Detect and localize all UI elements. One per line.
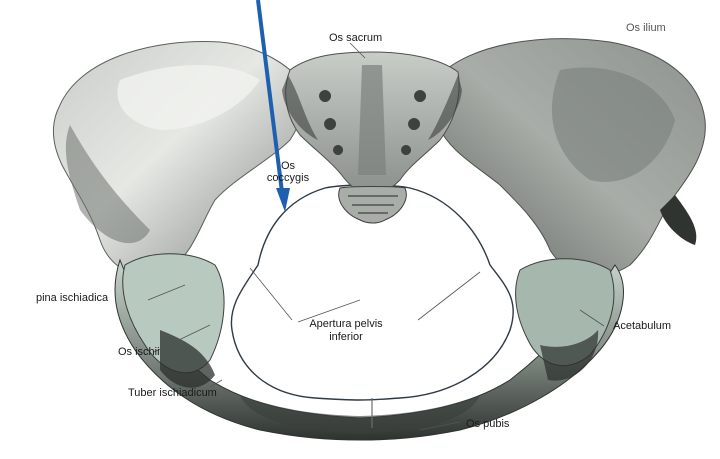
label-os-ischii: Os ischii bbox=[118, 346, 160, 358]
label-os-coccygis-2: coccygis bbox=[256, 172, 320, 184]
label-os-pubis: Os pubis bbox=[466, 418, 509, 430]
label-acetabulum: Acetabulum bbox=[613, 320, 671, 332]
label-spina-ischiadica: pina ischiadica bbox=[36, 292, 108, 304]
label-apertura-2: inferior bbox=[286, 331, 406, 343]
label-os-ilium: Os ilium bbox=[626, 22, 666, 34]
label-apertura-1: Apertura pelvis bbox=[286, 318, 406, 330]
label-os-coccygis-1: Os bbox=[268, 160, 308, 172]
label-os-sacrum: Os sacrum bbox=[329, 32, 382, 44]
sacrum-crest bbox=[358, 65, 386, 175]
label-tuber-ischiadicum: Tuber ischiadicum bbox=[128, 387, 217, 399]
